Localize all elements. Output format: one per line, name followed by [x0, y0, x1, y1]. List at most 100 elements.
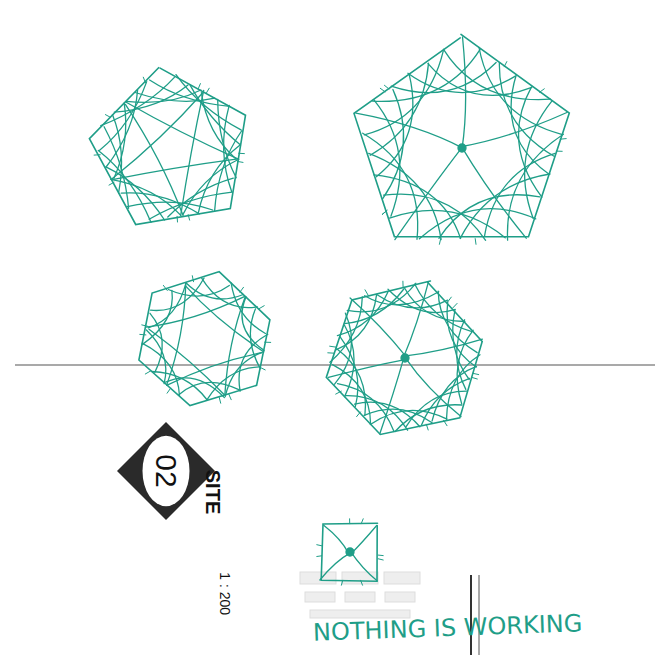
sketch-stroke [426, 424, 428, 430]
sketch-stroke [239, 153, 245, 154]
sketch-stroke [198, 145, 240, 213]
sketch-stroke [237, 161, 243, 162]
sketch-stroke [337, 292, 387, 336]
web-center-dot [458, 144, 466, 152]
sketch-stroke [330, 297, 362, 362]
watermark-block [305, 592, 335, 602]
sketch-stroke [365, 290, 368, 296]
sketch-stroke [457, 320, 466, 390]
sketch-stroke [149, 329, 224, 394]
sketch-stroke [106, 167, 165, 220]
sketch-stroke [219, 397, 221, 403]
sketch-stroke [121, 193, 199, 214]
sketch-stroke [202, 278, 258, 307]
watermark-block [342, 572, 378, 584]
sketch-stroke [167, 388, 171, 393]
sketch-stroke [556, 151, 562, 152]
sketch-stroke [206, 88, 209, 93]
sketch-stroke [321, 523, 377, 581]
sketch-stroke [351, 552, 377, 581]
sketch-stroke [462, 113, 567, 147]
sketch-stroke [404, 339, 482, 356]
web-center-dot [401, 354, 409, 362]
sketch-stroke [382, 210, 387, 214]
sketch-stroke [370, 410, 447, 424]
sketch-stroke [188, 215, 189, 221]
sketch-stroke [428, 64, 532, 96]
watermark-logo [300, 572, 420, 618]
sketch-stroke [460, 174, 550, 238]
scale-note: 1 : 200 [216, 573, 231, 616]
site-diamond: 02 [117, 422, 215, 520]
sketch-stroke [356, 113, 464, 148]
sketch-stroke [507, 134, 563, 240]
sketch-stroke [419, 209, 535, 239]
sketch-stroke [317, 555, 322, 557]
sketch-stroke [439, 239, 440, 245]
sketch-stroke [378, 555, 383, 557]
sketch-stroke [377, 295, 448, 308]
sketch-stroke [444, 49, 551, 99]
sketch-stroke [364, 409, 432, 423]
sketch-stroke [320, 553, 351, 580]
sketch-stroke [198, 84, 200, 89]
sketch-stroke [395, 147, 463, 240]
sketch-stroke [179, 382, 240, 395]
sketch-stroke [461, 146, 526, 238]
sketch-stroke [361, 580, 363, 585]
watermark-block [300, 572, 336, 584]
sketch-stroke [361, 519, 363, 524]
sketch-stroke [105, 115, 110, 118]
sketch-stroke [341, 580, 342, 585]
sketch-stroke [369, 153, 441, 239]
sketch-stroke [126, 90, 200, 102]
sketch-stroke [350, 298, 406, 356]
sheet-title: SITE [202, 470, 224, 514]
sketch-stroke [357, 412, 361, 417]
sketch-stroke [260, 367, 266, 370]
sketch-stroke [229, 394, 231, 400]
sketch-stroke [355, 402, 420, 427]
sketch-stroke [447, 302, 476, 367]
sketch-stroke [146, 297, 244, 328]
sketch-stroke [349, 519, 350, 524]
sketch-stroke [190, 85, 241, 145]
sketch-stroke [177, 216, 178, 222]
sketch-stroke [126, 102, 239, 159]
sketch-stroke [89, 68, 245, 225]
sketch-stroke [351, 526, 377, 554]
sheet-number: 02 [151, 454, 181, 487]
sketch-stroke [328, 360, 403, 378]
sketch-stroke [163, 285, 167, 290]
sketch-stroke [143, 77, 145, 83]
sketch-stroke [317, 545, 322, 546]
watermark-block [384, 572, 420, 584]
sketch-stroke [167, 283, 186, 384]
sketch-stroke [109, 182, 114, 185]
sketch-stroke [354, 34, 569, 236]
sketch-stroke [140, 334, 146, 336]
sketch-stroke [168, 286, 229, 297]
sketch-stroke [365, 292, 439, 305]
sketch-stroke [192, 276, 193, 282]
sketch-stroke [473, 373, 479, 374]
sketch-stroke [448, 297, 452, 302]
watermark-block [345, 592, 375, 602]
sketch-stroke [330, 346, 336, 348]
sketch-stroke [324, 525, 349, 553]
sketch-stroke [391, 63, 496, 93]
sketch-stroke [380, 356, 404, 433]
sketch-stroke [225, 297, 245, 395]
sketch-stroke [146, 330, 165, 384]
sketch-stroke [250, 309, 260, 369]
diamond-fill [117, 422, 215, 520]
sketch-stroke [472, 377, 478, 379]
sketch-stroke [328, 352, 334, 353]
sketch-stroke [432, 366, 476, 421]
sketch-stroke [265, 342, 271, 343]
sketch-stroke [186, 283, 243, 299]
sketch-stroke [415, 284, 472, 331]
sketch-stroke [444, 420, 447, 425]
sketch-stroke [475, 239, 477, 245]
